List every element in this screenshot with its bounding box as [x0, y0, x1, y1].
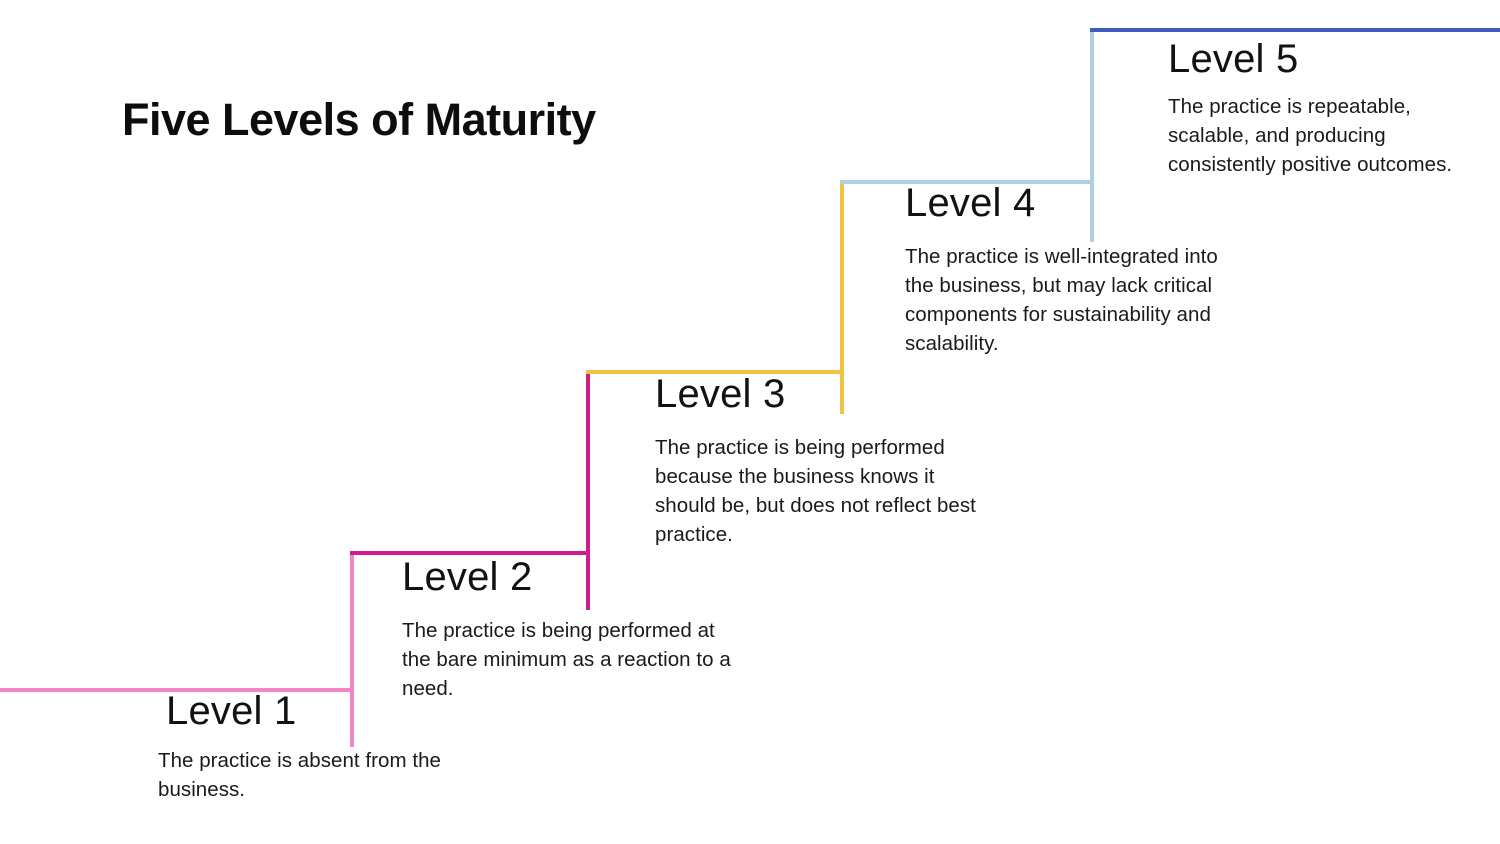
level-2-heading: Level 2	[402, 555, 533, 599]
level-5-step-tread	[1090, 28, 1500, 32]
level-1-block: Level 1 The practice is absent from the …	[158, 690, 478, 804]
level-4-step-tread	[840, 180, 1094, 184]
level-5-heading: Level 5	[1168, 37, 1299, 81]
level-2-step-riser	[586, 370, 590, 610]
level-2-description: The practice is being performed at the b…	[402, 619, 731, 701]
level-2-step-tread	[350, 551, 590, 555]
level-1-description: The practice is absent from the business…	[158, 749, 441, 802]
level-4-description: The practice is well-integrated into the…	[905, 245, 1218, 356]
level-1-step-riser	[350, 551, 354, 747]
level-3-step-tread	[586, 370, 844, 374]
level-1-heading: Level 1	[166, 689, 297, 733]
level-5-description: The practice is repeatable, scalable, an…	[1168, 95, 1453, 177]
level-3-step-riser	[840, 180, 844, 414]
level-3-description: The practice is being performed because …	[655, 436, 976, 547]
level-3-block: Level 3 The practice is being performed …	[655, 373, 1000, 549]
level-4-heading: Level 4	[905, 181, 1036, 225]
level-3-heading: Level 3	[655, 372, 786, 416]
level-5-block: Level 5 The practice is repeatable, scal…	[1168, 38, 1488, 179]
level-2-block: Level 2 The practice is being performed …	[402, 556, 747, 703]
level-1-step-tread	[0, 688, 354, 692]
page-title: Five Levels of Maturity	[122, 94, 596, 145]
level-4-step-riser	[1090, 28, 1094, 242]
level-4-block: Level 4 The practice is well-integrated …	[905, 182, 1235, 358]
